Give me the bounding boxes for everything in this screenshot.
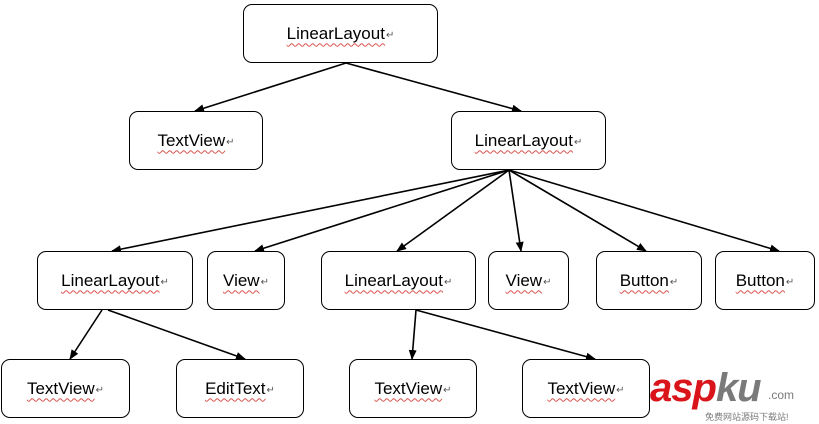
return-mark-icon: ↵ [573, 137, 583, 148]
node-label: TextView [547, 378, 616, 398]
node-label: LinearLayout [344, 270, 443, 290]
node-label: LinearLayout [474, 130, 573, 150]
return-mark-icon: ↵ [616, 385, 625, 396]
node-label: Button [735, 270, 785, 290]
node-textview-n11: TextView↵ [349, 359, 477, 418]
edge-n3-n9 [69, 309, 103, 360]
edge-n2-n6 [508, 169, 524, 252]
watermark-suffix: .com [768, 388, 795, 402]
edge-n2-n5 [396, 169, 510, 252]
return-mark-icon: ↵ [160, 277, 169, 288]
edge-n5-n11 [408, 309, 417, 360]
node-edittext-n10: EditText↵ [176, 359, 304, 418]
node-button-n7: Button↵ [596, 251, 702, 310]
edge-n2-n3 [111, 169, 510, 254]
node-textview-n1: TextView↵ [129, 111, 263, 170]
node-button-n8: Button↵ [715, 251, 815, 310]
return-mark-icon: ↵ [443, 277, 453, 288]
node-linearlayout-n2: LinearLayout↵ [451, 111, 606, 170]
edge-n2-n8 [508, 169, 780, 253]
watermark-logo: aspku .com 免费网站源码下载站! [650, 368, 816, 424]
return-mark-icon: ↵ [266, 385, 275, 396]
node-label: Button [619, 270, 669, 290]
node-label: TextView [157, 130, 226, 150]
return-mark-icon: ↵ [385, 30, 395, 41]
node-textview-n9: TextView↵ [1, 359, 130, 418]
return-mark-icon: ↵ [226, 137, 235, 148]
node-label: TextView [26, 378, 95, 398]
edge-n2-n7 [508, 169, 647, 252]
edge-n3-n10 [107, 309, 246, 360]
node-label: EditText [205, 378, 266, 398]
node-label: View [505, 270, 543, 290]
node-label: View [223, 270, 260, 290]
node-label: LinearLayout [61, 270, 160, 290]
return-mark-icon: ↵ [260, 277, 269, 288]
node-linearlayout-n5: LinearLayout↵ [321, 251, 476, 310]
watermark-text-ku: ku [715, 366, 762, 410]
node-textview-n12: TextView↵ [522, 359, 650, 418]
node-linearlayout-n3: LinearLayout↵ [37, 251, 193, 310]
watermark-tagline: 免费网站源码下载站! [705, 412, 789, 422]
return-mark-icon: ↵ [543, 277, 552, 288]
edge-n2-n4 [254, 169, 510, 253]
edge-n0-n2 [345, 62, 522, 113]
node-label: LinearLayout [286, 23, 385, 43]
return-mark-icon: ↵ [95, 385, 105, 396]
return-mark-icon: ↵ [669, 277, 679, 288]
return-mark-icon: ↵ [443, 385, 452, 396]
edge-n5-n12 [415, 309, 596, 361]
node-label: TextView [374, 378, 443, 398]
node-view-n6: View↵ [488, 251, 569, 310]
return-mark-icon: ↵ [785, 277, 795, 288]
watermark-text-asp: asp [650, 366, 717, 410]
node-linearlayout-n0: LinearLayout↵ [243, 4, 438, 63]
edge-n0-n1 [194, 62, 347, 113]
node-view-n4: View↵ [207, 251, 285, 310]
